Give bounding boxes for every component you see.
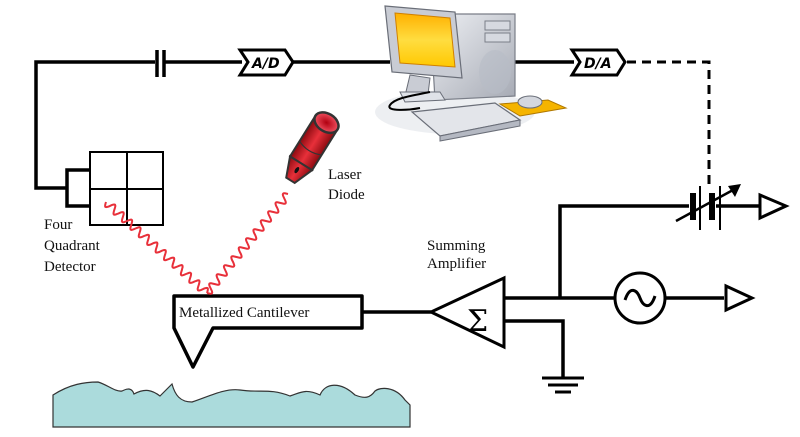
cantilever-label: Metallized Cantilever: [179, 305, 309, 321]
ground-icon: [542, 376, 584, 394]
dc-output-terminal-icon: [758, 192, 790, 221]
laser-diode-icon: [285, 111, 340, 185]
incident-laser-beam: [206, 192, 289, 295]
dc-bias-branch: [558, 204, 760, 298]
variable-battery-icon: [675, 184, 741, 230]
amplifier-label-line1: Summing: [427, 238, 486, 254]
adc-label: A/D: [251, 56, 280, 72]
adc-converter: A/D: [237, 48, 295, 77]
sample-surface: [52, 381, 411, 428]
dac-control-line: [627, 60, 711, 185]
sigma-symbol: Σ: [467, 304, 488, 339]
four-quadrant-detector-icon: [65, 151, 164, 226]
summing-amplifier: Σ: [427, 275, 506, 350]
amplifier-label-line2: Amplifier: [427, 256, 486, 272]
computer-icon: [375, 5, 568, 142]
reflected-laser-beam: [104, 201, 209, 294]
laser-label-line1: Laser: [328, 167, 361, 183]
ground-branch: [505, 319, 565, 378]
dac-label: D/A: [584, 56, 612, 72]
cantilever-icon: [172, 294, 364, 369]
ac-source-icon: [613, 271, 667, 325]
coupling-capacitor-icon: [155, 50, 166, 77]
detector-label-line3: Detector: [44, 259, 96, 275]
laser-label-line2: Diode: [328, 187, 365, 203]
dac-converter: D/A: [569, 48, 627, 77]
ac-output-terminal-icon: [724, 283, 756, 313]
top-signal-wire: [34, 60, 574, 190]
detector-label-line2: Quadrant: [44, 238, 101, 254]
detector-label-line1: Four: [44, 217, 72, 233]
